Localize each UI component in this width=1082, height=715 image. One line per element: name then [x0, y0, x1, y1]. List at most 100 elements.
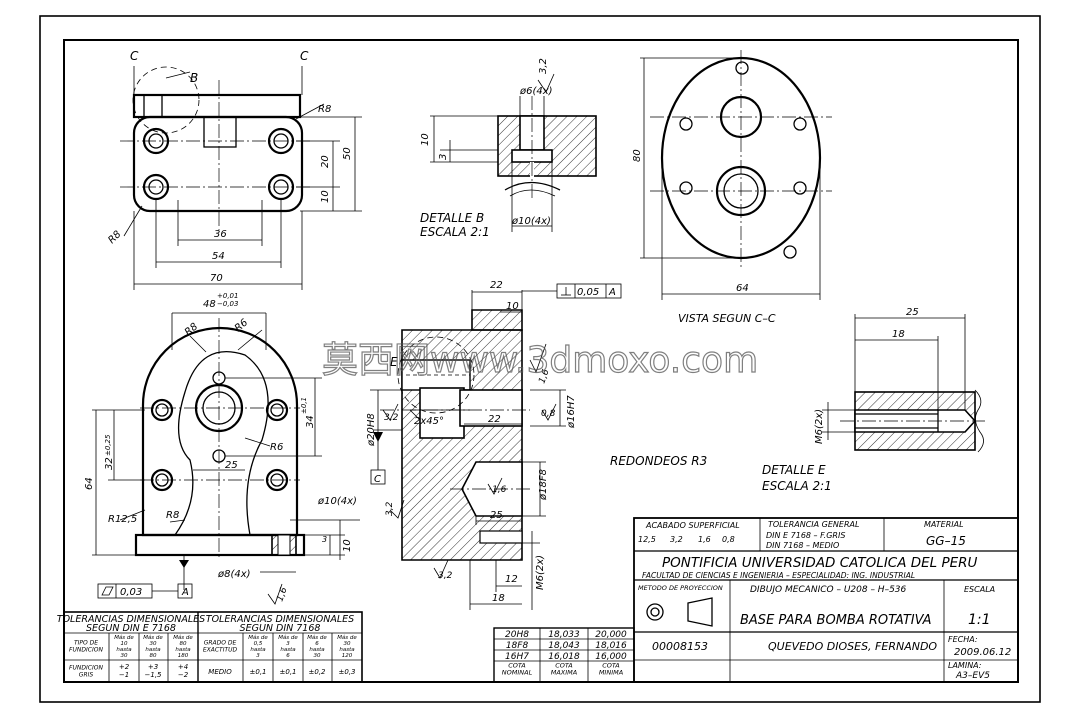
front-view: [92, 312, 360, 605]
tol-left-r1: +2−1: [119, 663, 130, 679]
tb-course: DIBUJO MECANICO – U208 – H–536: [750, 585, 907, 595]
front-dim-r6-top: R6: [233, 317, 250, 334]
tol-left-r2: +3−1,5: [145, 663, 163, 679]
tb-acabado-3: 0,8: [722, 535, 735, 544]
front-dim-34: 34: [305, 415, 316, 428]
section-bore-18: ø18F8: [538, 469, 549, 501]
section-view: [370, 283, 622, 610]
detail-b-dim-3: 3: [438, 154, 449, 160]
tol-left-r3: +4−2: [178, 663, 189, 679]
tol-right-title1: TOLERANCIAS DIMENSIONALES: [206, 614, 354, 625]
fit-r2-c2: 16,000: [595, 652, 627, 662]
detail-e-dim-18: 18: [892, 329, 905, 340]
tol-right-r3: ±0,2: [309, 668, 327, 676]
tb-title: BASE PARA BOMBA ROTATIVA: [740, 613, 932, 628]
section-dim-22-mid: 22: [488, 414, 501, 425]
front-dim-34-tol: ±0,1: [300, 397, 308, 414]
fit-r0-c2: 20,000: [595, 630, 627, 640]
front-dim-48: 48: [203, 299, 216, 310]
detail-b-cbore: ø10(4x): [511, 216, 551, 227]
detail-b-scale: ESCALA 2:1: [420, 225, 490, 239]
dim-top-54: 54: [212, 251, 225, 262]
dim-top-50: 50: [342, 147, 353, 160]
detail-b-hole: ø6(4x): [519, 86, 553, 97]
tb-material: GG–15: [926, 534, 966, 548]
tb-university: PONTIFICIA UNIVERSIDAD CATOLICA DEL PERU: [662, 555, 978, 571]
front-datum-a: A: [181, 587, 189, 598]
section-finish-32: 3,2: [384, 413, 399, 423]
detail-b-view: [430, 73, 597, 232]
tol-right-title2: SEGUN DIN 7168: [240, 623, 321, 634]
fit-r1-c1: 18,043: [548, 641, 580, 651]
tb-acabado-1: 3,2: [670, 535, 683, 544]
front-hole10: ø10(4x): [317, 496, 357, 507]
section-m6: M6(2x): [535, 555, 546, 590]
tol-right-r0: MEDIO: [208, 668, 232, 676]
fit-r0-c1: 18,033: [548, 630, 580, 640]
detail-e-scale: ESCALA 2:1: [762, 479, 832, 493]
section-dim-10: 10: [506, 301, 519, 312]
front-dim-32-tol: ±0,25: [104, 434, 112, 456]
tb-sheet-label: LAMINA:: [948, 661, 982, 670]
section-finish-32c: 3,2: [438, 571, 453, 581]
detail-e-marker-circle: [397, 336, 475, 414]
title-block-frame: [633, 517, 1019, 683]
detail-e-m6: M6(2x): [814, 409, 825, 444]
tol-right-r1: ±0,1: [250, 668, 267, 676]
tb-tol-line1: DIN E 7168 – F.GRIS: [766, 531, 845, 540]
dim-top-r8: R8: [318, 104, 331, 115]
tb-scale: 1:1: [968, 612, 991, 628]
front-flatness: 0,03: [120, 587, 142, 598]
top-view: [120, 66, 362, 290]
tb-acabado-2: 1,6: [698, 535, 711, 544]
tb-faculty: FACULTAD DE CIENCIAS E INGENIERIA – ESPE…: [642, 571, 915, 580]
section-chamfer: 2x45°: [414, 416, 444, 427]
front-dim-r12: R12,5: [108, 514, 137, 525]
front-dim-48-tol: +0,01−0,03: [217, 292, 238, 308]
front-finish: 1,6: [275, 586, 289, 603]
tb-scale-label: ESCALA: [964, 585, 995, 594]
outer-border: [39, 15, 1041, 703]
dim-top-20: 20: [320, 155, 331, 168]
tol-right-r4: ±0,3: [339, 668, 356, 676]
fit-r0-c0: 20H8: [505, 630, 529, 640]
detail-e-title: DETALLE E: [762, 463, 826, 477]
front-dim-32: 32: [104, 457, 115, 470]
section-bore-20: ø20H8: [366, 413, 377, 447]
section-finish-08: 0,8: [541, 409, 556, 419]
tb-method-label: METODO DE PROYECCION: [638, 584, 723, 592]
dim-top-70: 70: [210, 273, 223, 284]
tol-right-r2: ±0,1: [280, 668, 297, 676]
section-dim-25: 25: [490, 510, 503, 521]
dim-top-10: 10: [320, 190, 331, 203]
section-finish-16b: 1,6: [492, 485, 507, 495]
section-perp-ref: A: [608, 287, 616, 298]
fit-r1-c0: 18F8: [506, 641, 529, 651]
note-radius: REDONDEOS R3: [610, 454, 707, 468]
tolerance-tables: [63, 611, 363, 683]
fit-r2-c1: 16,018: [548, 652, 580, 662]
detail-marker-b: B: [190, 71, 198, 85]
watermark: 莫西网www.3dmoxo.com: [322, 340, 758, 381]
section-dim-22-top: 22: [490, 280, 503, 291]
vista-cc-title: VISTA SEGUN C–C: [678, 312, 776, 325]
fit-r2-c0: 16H7: [505, 652, 529, 662]
vista-cc-dim-64: 64: [736, 283, 749, 294]
tb-date: 2009.06.12: [954, 647, 1011, 658]
section-dim-18: 18: [492, 593, 505, 604]
tb-acabado-label: ACABADO SUPERFICIAL: [645, 521, 740, 530]
tb-acabado-0: 12,5: [638, 535, 656, 544]
tb-code: 00008153: [652, 640, 708, 653]
detail-b-finish: 3,2: [538, 58, 549, 74]
section-perp-val: 0,05: [577, 287, 599, 298]
